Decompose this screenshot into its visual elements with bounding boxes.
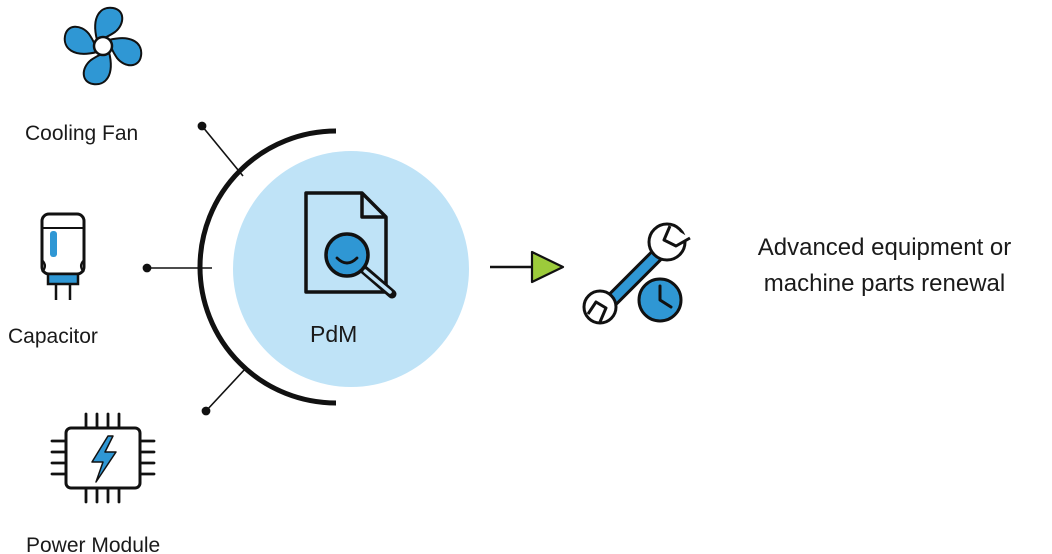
chip-lightning-icon [50, 412, 156, 504]
connector-fan [201, 125, 244, 177]
wrench-clock-icon [582, 222, 691, 325]
connector-fan-dot [197, 121, 207, 131]
connector-lines [142, 121, 247, 416]
capacitor-icon [40, 212, 86, 300]
fan-icon [63, 6, 143, 86]
pdm-label: PdM [310, 321, 358, 347]
outcome-line-1: Advanced equipment or [757, 234, 1012, 261]
connector-power-module-dot [201, 406, 211, 416]
connector-capacitor-dot [142, 263, 152, 273]
outcome-line-2: machine parts renewal [763, 270, 1006, 297]
right-arrow-icon [490, 250, 565, 284]
power-module-label: Power Module [26, 534, 161, 554]
connector-power-module [205, 367, 247, 412]
cooling-fan-label: Cooling Fan [25, 122, 139, 145]
capacitor-label: Capacitor [8, 325, 98, 348]
bracket-arc [197, 128, 337, 406]
document-search-icon [304, 191, 397, 299]
